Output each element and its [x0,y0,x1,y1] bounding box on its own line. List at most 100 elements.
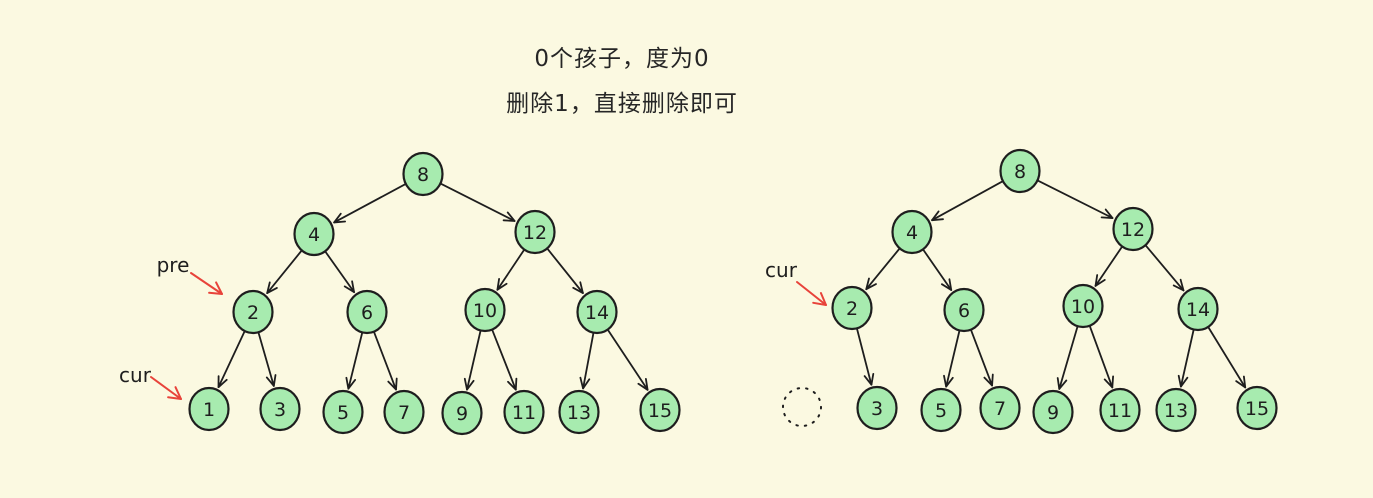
node-label-before-delete-8: 8 [417,164,429,186]
edge-6-5 [347,331,364,390]
edge-arrowhead-4-6 [343,280,355,294]
edge-arrowhead-6-5 [345,376,356,390]
pointer-arrowhead-before-delete-cur [167,386,182,400]
pointer-label-before-delete-cur: cur [119,363,152,387]
edge-12-14 [546,247,584,294]
edge-4-2 [266,249,303,295]
node-after-delete-10 [1062,283,1104,329]
edge-10-9 [466,329,482,391]
node-label-before-delete-11: 11 [512,402,536,424]
pointer-label-before-delete-pre: pre [157,253,190,277]
edge-arrowhead-4-6 [941,278,953,291]
edge-14-13 [582,331,595,390]
node-before-delete-4 [293,211,335,257]
edge-12-14 [1144,244,1185,292]
node-label-after-delete-7: 7 [994,398,1006,420]
node-after-delete-6 [943,287,985,333]
edge-4-6 [324,250,356,294]
edge-2-1 [217,330,246,389]
node-before-delete-3 [259,386,301,432]
node-label-before-delete-2: 2 [247,302,259,324]
node-label-after-delete-9: 9 [1047,402,1059,424]
edge-10-9 [1058,325,1079,390]
node-before-delete-9 [441,390,483,436]
node-label-after-delete-11: 11 [1108,400,1132,422]
node-before-delete-12 [514,209,556,255]
node-after-delete-9 [1032,389,1074,435]
edge-arrowhead-6-5 [943,374,954,388]
node-label-before-delete-3: 3 [274,399,286,421]
node-label-after-delete-3: 3 [871,398,883,420]
node-before-delete-6 [346,289,388,335]
edge-arrowhead-14-13 [579,376,591,390]
node-label-before-delete-13: 13 [567,402,591,424]
edge-arrowhead-10-9 [1056,377,1068,390]
edge-8-12 [1036,179,1114,219]
node-label-after-delete-4: 4 [906,222,918,244]
node-label-before-delete-14: 14 [585,302,609,324]
node-label-after-delete-2: 2 [846,298,858,320]
edge-8-12 [439,182,516,222]
node-label-before-delete-7: 7 [398,402,410,424]
edge-arrowhead-14-15 [1235,375,1247,389]
edge-12-10 [1094,245,1123,287]
node-after-delete-11 [1099,387,1141,433]
node-after-delete-7 [979,385,1021,431]
node-label-before-delete-1: 1 [203,399,215,421]
node-after-delete-14 [1177,286,1219,332]
node-before-delete-8 [402,151,444,197]
node-label-after-delete-12: 12 [1121,219,1145,241]
edge-6-7 [970,328,993,387]
pointer-arrow-before-delete-pre [190,272,223,295]
edge-10-11 [491,328,517,391]
edge-6-5 [945,329,961,388]
pointer-arrow-after-delete-cur [796,281,827,306]
node-before-delete-2 [232,289,274,335]
edge-14-15 [606,328,649,391]
node-label-after-delete-6: 6 [958,300,970,322]
edge-arrowhead-2-3 [863,373,875,386]
title-line-1: 0个孩子，度为0 [534,46,710,72]
node-label-after-delete-14: 14 [1186,299,1210,321]
node-after-delete-13 [1155,387,1197,433]
node-label-before-delete-5: 5 [337,402,349,424]
node-label-before-delete-12: 12 [523,222,547,244]
node-before-delete-10 [464,287,506,333]
node-after-delete-2 [831,285,873,331]
node-label-before-delete-9: 9 [456,403,468,425]
edge-arrowhead-14-15 [637,378,649,391]
edge-10-11 [1088,324,1114,389]
node-label-after-delete-13: 13 [1164,400,1188,422]
edge-arrowhead-12-14 [1172,278,1185,292]
node-label-after-delete-5: 5 [935,400,947,422]
edge-arrowhead-10-11 [507,377,518,391]
edge-arrowhead-8-12 [1100,208,1114,219]
edge-8-4 [931,180,1004,222]
edge-arrowhead-10-9 [463,377,475,391]
edge-arrowhead-14-13 [1177,374,1189,388]
edge-arrowhead-12-10 [496,278,508,291]
node-after-delete-5 [920,387,962,433]
node-before-delete-13 [558,389,600,435]
node-label-before-delete-4: 4 [308,224,320,246]
edge-arrowhead-2-3 [265,374,277,387]
node-label-before-delete-6: 6 [361,302,373,324]
edge-2-3 [257,331,275,387]
node-after-delete-15 [1236,385,1278,431]
edge-2-3 [856,327,873,386]
node-after-delete-12 [1112,206,1154,252]
node-after-delete-8 [999,148,1041,194]
pointer-arrowhead-after-delete-cur [812,292,827,306]
edge-14-15 [1207,326,1247,389]
node-after-delete-3 [856,385,898,431]
edge-12-10 [496,248,526,291]
node-before-delete-5 [322,389,364,435]
pointer-arrowhead-before-delete-pre [208,281,223,295]
node-before-delete-11 [503,389,545,435]
edge-arrowhead-12-10 [1094,274,1106,287]
edge-4-2 [865,247,901,291]
node-label-before-delete-10: 10 [473,300,497,322]
edge-arrowhead-2-1 [217,375,228,389]
node-before-delete-15 [639,387,681,433]
